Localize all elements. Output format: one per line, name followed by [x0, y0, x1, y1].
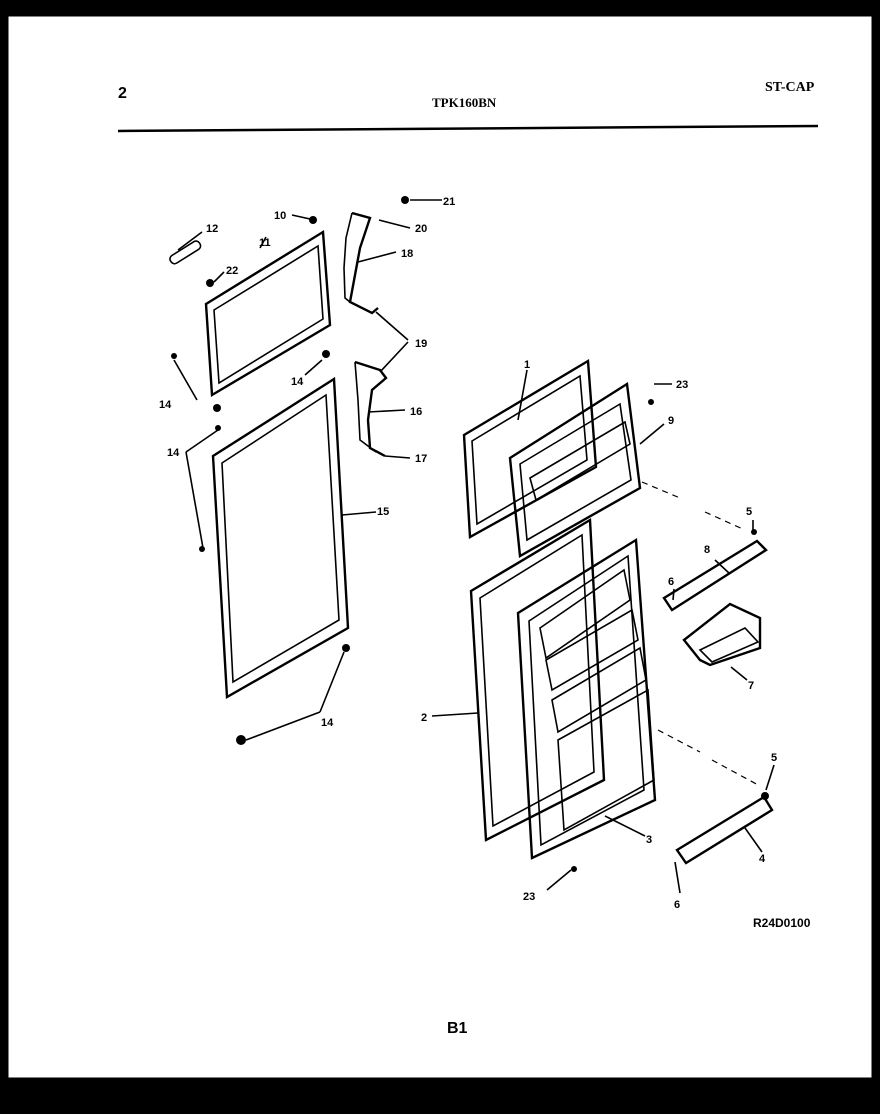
screws-lower — [199, 425, 350, 745]
upper-door-shelf — [662, 529, 768, 612]
callout-23-a: 23 — [676, 379, 688, 391]
callout-21: 21 — [443, 196, 455, 208]
alignment-line-upper — [641, 481, 681, 499]
drawing-id: R24D0100 — [753, 916, 811, 930]
freezer-gasket-right — [462, 358, 598, 539]
callout-5-b: 5 — [771, 752, 777, 764]
callout-14-d: 14 — [321, 717, 334, 729]
callout-10: 10 — [274, 210, 286, 222]
callout-7: 7 — [748, 680, 754, 692]
page-number: 2 — [118, 85, 127, 102]
alignment-line-lower-2 — [711, 759, 761, 787]
alignment-line-lower — [657, 729, 701, 753]
leader-lines — [173, 199, 775, 894]
model-number: TPK160BN — [432, 95, 497, 110]
callout-14-a: 14 — [291, 376, 304, 388]
alignment-line-upper-2 — [704, 511, 746, 531]
callout-12: 12 — [206, 223, 218, 235]
callout-17: 17 — [415, 453, 427, 465]
callout-6-a: 6 — [668, 576, 674, 588]
callout-6-b: 6 — [674, 899, 680, 911]
freezer-door-gasket — [204, 229, 332, 398]
callout-19: 19 — [415, 338, 427, 350]
callout-labels: 12 10 11 22 21 20 18 19 16 17 14 14 14 1… — [159, 196, 777, 911]
lower-hinge — [354, 360, 388, 458]
callout-18: 18 — [401, 248, 413, 260]
freezer-door-liner — [508, 381, 642, 558]
catalog-code: ST-CAP — [765, 80, 815, 95]
handle-trim — [169, 240, 202, 265]
callout-14-c: 14 — [167, 447, 180, 459]
callout-15: 15 — [377, 506, 389, 518]
callout-20: 20 — [415, 223, 427, 235]
callout-22: 22 — [226, 265, 238, 277]
header-rule — [117, 124, 819, 133]
callout-5-a: 5 — [746, 506, 752, 518]
callout-1: 1 — [524, 359, 530, 371]
dairy-compartment — [682, 602, 762, 667]
callout-4: 4 — [759, 853, 766, 865]
upper-hinge — [343, 196, 409, 315]
callout-11: 11 — [259, 237, 271, 249]
callout-3: 3 — [646, 834, 652, 846]
fresh-food-door-gasket — [211, 376, 350, 700]
page-border — [7, 15, 873, 1079]
fresh-food-door-liner — [516, 537, 657, 860]
screws-upper — [171, 216, 330, 412]
page-background — [8, 16, 872, 1078]
callout-16: 16 — [410, 406, 422, 418]
callout-9: 9 — [668, 415, 674, 427]
callout-2: 2 — [421, 712, 427, 724]
callout-14-b: 14 — [159, 399, 172, 411]
callout-8: 8 — [704, 544, 710, 556]
section-id: B1 — [447, 1020, 468, 1037]
callout-23-b: 23 — [523, 891, 535, 903]
lower-door-shelf — [571, 399, 774, 872]
fresh-food-gasket-right — [469, 517, 606, 842]
